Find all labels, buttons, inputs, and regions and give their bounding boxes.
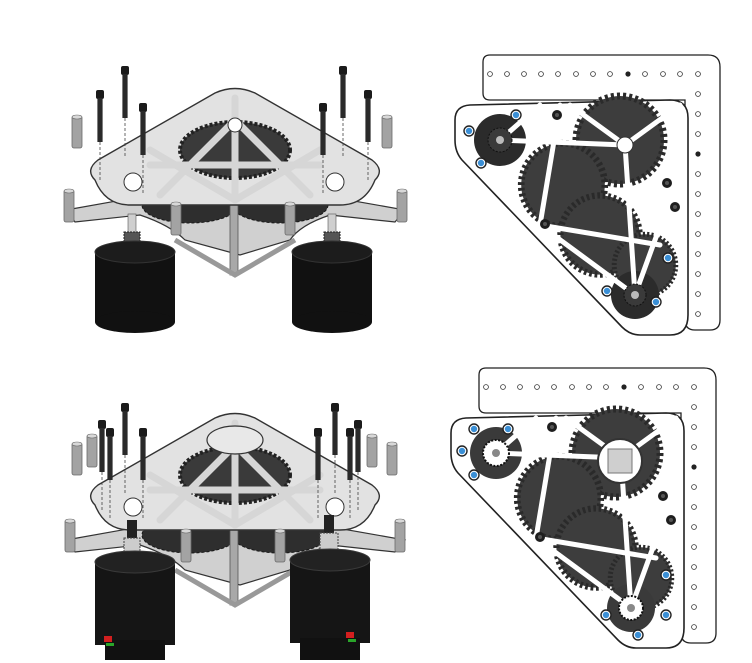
blue-screw [510,109,522,121]
encoder-ring [206,425,264,455]
blue-screw [463,125,475,137]
standoff [381,114,393,149]
connector-red [346,632,354,638]
top-view-standard-motors [454,54,721,336]
blue-screw [660,569,672,581]
blue-screw [600,609,612,621]
blue-screw [468,423,480,435]
standoff [274,528,286,563]
l-bracket [482,54,721,331]
exploded-view-encoder-motors [64,402,407,660]
nut [540,219,550,229]
center-post [229,194,239,276]
standoff [86,433,98,468]
nut [666,515,676,525]
center-post [229,524,239,606]
blue-screw [662,252,674,264]
encoder-motor-left [94,520,176,660]
plate-spokes [146,94,324,204]
blue-screw [632,629,644,641]
nut [552,110,562,120]
center-bearing [227,117,243,133]
support-brace [173,237,297,278]
standoff [396,188,408,223]
connector-red [104,636,112,642]
nut [658,491,668,501]
motor-right [291,213,373,333]
standoff [170,201,182,236]
top-view-encoder-motors [450,367,717,649]
blue-screw [456,445,468,457]
connector-green [106,643,114,646]
connector-green [348,639,356,642]
motor-hole [325,497,345,517]
standoff [71,441,83,476]
blue-screw [660,609,672,621]
standoff [394,518,406,553]
nut [535,532,545,542]
nut [662,178,672,188]
standoff [71,114,83,149]
standoff [180,528,192,563]
nut [670,202,680,212]
support-brace [173,567,297,608]
nut [547,422,557,432]
blue-screw [601,285,613,297]
standoff [386,441,398,476]
exploded-view-standard-motors [63,65,408,333]
blue-screw [502,423,514,435]
motor-left [94,213,176,333]
blue-screw [650,296,662,308]
plate-spokes [497,102,683,298]
standoff [366,433,378,468]
encoder-motor-right [289,515,371,660]
standoff [63,188,75,223]
standoff [284,201,296,236]
motor-hole [123,497,143,517]
motor-hole [123,172,143,192]
blue-screw [468,469,480,481]
motor-hole [325,172,345,192]
output-bearing [616,136,634,154]
l-bracket [478,367,717,644]
standoff [64,518,76,553]
blue-screw [475,157,487,169]
